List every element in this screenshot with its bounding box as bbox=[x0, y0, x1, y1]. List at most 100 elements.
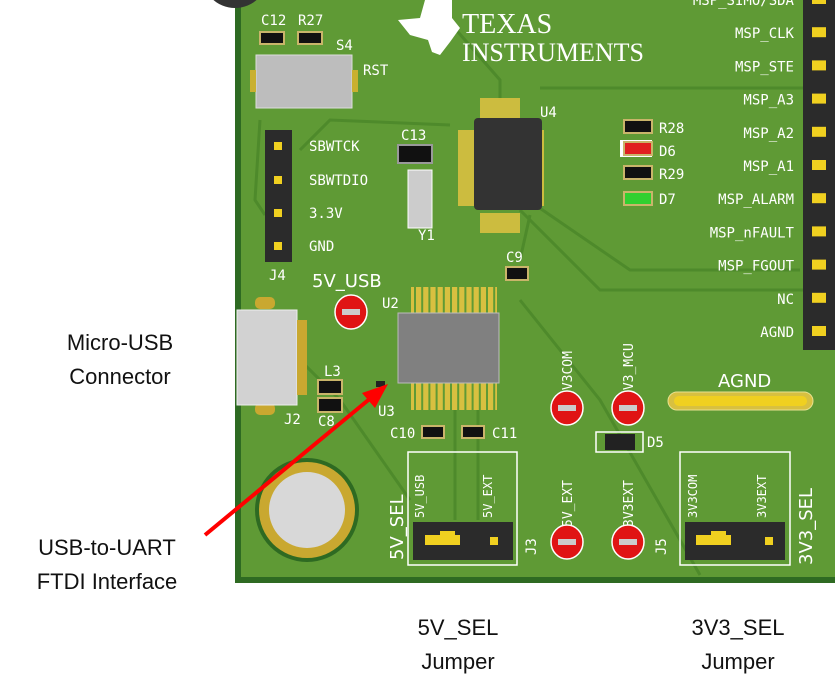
capacitor-c9 bbox=[505, 266, 529, 281]
svg-text:C8: C8 bbox=[318, 414, 335, 430]
testpoint-3v3ext[interactable] bbox=[611, 524, 645, 560]
testpoint-3v3com[interactable] bbox=[550, 390, 584, 426]
led-d7 bbox=[623, 191, 653, 206]
svg-text:5V_EXT: 5V_EXT bbox=[481, 475, 495, 518]
svg-text:R27: R27 bbox=[298, 13, 323, 29]
svg-text:Y1: Y1 bbox=[418, 228, 435, 244]
header-pin-label: MSP_STE bbox=[735, 59, 794, 75]
svg-text:R28: R28 bbox=[659, 121, 684, 137]
header-pin-pad bbox=[812, 126, 826, 137]
annotation-micro-usb: Micro-USB Connector bbox=[40, 326, 200, 394]
corner-mounting-hole bbox=[213, 0, 257, 8]
svg-text:J3: J3 bbox=[524, 538, 540, 555]
svg-text:GND: GND bbox=[309, 239, 334, 255]
svg-text:D5: D5 bbox=[647, 435, 664, 451]
svg-text:3V3EXT: 3V3EXT bbox=[622, 480, 637, 527]
svg-text:J5: J5 bbox=[654, 538, 670, 555]
header-pin-label: NC bbox=[777, 292, 794, 308]
capacitor-c11 bbox=[461, 425, 485, 439]
header-pin-pad bbox=[812, 193, 826, 204]
svg-text:C12: C12 bbox=[261, 13, 286, 29]
crystal-y1 bbox=[407, 169, 433, 229]
header-pin-label: MSP_ALARM bbox=[718, 192, 794, 208]
u3 bbox=[376, 381, 385, 387]
svg-text:D6: D6 bbox=[659, 144, 676, 160]
svg-text:3.3V: 3.3V bbox=[309, 206, 343, 222]
header-pin-label: MSP_A2 bbox=[743, 126, 794, 142]
jumper-block-3v3-sel bbox=[679, 451, 791, 566]
micro-usb-connector-j2 bbox=[236, 309, 298, 406]
jumper-block-5v-sel bbox=[407, 451, 518, 566]
svg-text:3V3COM: 3V3COM bbox=[561, 351, 576, 398]
header-pin-pad bbox=[812, 93, 826, 104]
svg-text:R29: R29 bbox=[659, 167, 684, 183]
header-pin-pad bbox=[812, 160, 826, 170]
svg-text:SBWTCK: SBWTCK bbox=[309, 139, 360, 155]
svg-text:SBWTDIO: SBWTDIO bbox=[309, 173, 368, 189]
svg-text:3V3COM: 3V3COM bbox=[686, 475, 700, 518]
svg-text:U2: U2 bbox=[382, 296, 399, 312]
testpoint-5v-usb[interactable] bbox=[334, 294, 368, 330]
svg-text:3V3EXT: 3V3EXT bbox=[755, 475, 769, 518]
svg-text:5V_EXT: 5V_EXT bbox=[561, 480, 576, 527]
svg-text:U3: U3 bbox=[378, 404, 395, 420]
svg-text:RST: RST bbox=[363, 63, 389, 79]
annotation-line: 5V_SEL bbox=[417, 615, 499, 640]
svg-text:U4: U4 bbox=[540, 105, 557, 121]
agnd-bar[interactable] bbox=[667, 391, 814, 411]
capacitor-c13 bbox=[397, 144, 433, 164]
header-pin-label: MSP_nFAULT bbox=[710, 225, 795, 241]
svg-text:TEXAS: TEXAS bbox=[462, 9, 552, 40]
svg-text:5V_USB: 5V_USB bbox=[312, 271, 382, 292]
header-pin-pad bbox=[812, 226, 826, 237]
traces bbox=[253, 0, 835, 576]
capacitor-c12 bbox=[259, 31, 285, 45]
capacitor-c10 bbox=[421, 425, 445, 439]
annotation-5v-sel: 5V_SEL Jumper bbox=[388, 611, 528, 679]
header-pin-pad bbox=[812, 326, 826, 336]
capacitor-c8 bbox=[317, 397, 343, 413]
svg-text:AGND: AGND bbox=[718, 371, 771, 392]
header-pin-pad bbox=[812, 27, 826, 38]
svg-text:C9: C9 bbox=[506, 250, 523, 266]
jumper-j5[interactable] bbox=[685, 522, 785, 560]
svg-text:L3: L3 bbox=[324, 364, 341, 380]
header-j4 bbox=[265, 130, 292, 262]
header-pin-pad bbox=[812, 292, 826, 303]
annotation-line: FTDI Interface bbox=[36, 569, 178, 594]
mounting-hole bbox=[255, 458, 359, 562]
svg-text:J2: J2 bbox=[284, 412, 301, 428]
header-pin-label: AGND bbox=[760, 325, 794, 341]
jumper-j3[interactable] bbox=[413, 522, 513, 560]
mcu-u4 bbox=[474, 118, 542, 210]
annotation-line: Micro-USB bbox=[66, 330, 174, 355]
ftdi-chip-u2 bbox=[397, 312, 500, 384]
header-right bbox=[803, 0, 835, 350]
header-pin-label: MSP_SIMO/SDA bbox=[693, 0, 795, 9]
diode-d5 bbox=[595, 431, 644, 453]
svg-text:5V_SEL: 5V_SEL bbox=[387, 494, 408, 560]
testpoint-5v-ext[interactable] bbox=[550, 524, 584, 560]
resistor-r29 bbox=[623, 165, 653, 180]
annotation-line: 3V3_SEL bbox=[691, 615, 785, 640]
annotation-line: Jumper bbox=[421, 649, 495, 674]
svg-text:3V3_SEL: 3V3_SEL bbox=[796, 488, 817, 565]
testpoint-3v3-mcu[interactable] bbox=[611, 390, 645, 426]
svg-text:5V_USB: 5V_USB bbox=[413, 475, 427, 518]
annotation-ftdi: USB-to-UART FTDI Interface bbox=[12, 531, 202, 599]
ti-logo: TEXAS INSTRUMENTS bbox=[398, 0, 644, 67]
header-pin-label: MSP_A3 bbox=[743, 93, 794, 109]
svg-text:C10: C10 bbox=[390, 426, 415, 442]
u2-pins bbox=[411, 287, 497, 410]
svg-text:INSTRUMENTS: INSTRUMENTS bbox=[462, 38, 644, 67]
header-pin-pad bbox=[812, 60, 826, 71]
annotation-3v3-sel: 3V3_SEL Jumper bbox=[668, 611, 808, 679]
svg-text:3V3_MCU: 3V3_MCU bbox=[622, 343, 637, 398]
annotation-arrow bbox=[203, 384, 388, 537]
reset-button[interactable] bbox=[255, 54, 353, 109]
resistor-r28 bbox=[623, 119, 653, 134]
svg-text:C13: C13 bbox=[401, 128, 426, 144]
resistor-r27 bbox=[297, 31, 323, 45]
annotation-line: Connector bbox=[69, 364, 171, 389]
